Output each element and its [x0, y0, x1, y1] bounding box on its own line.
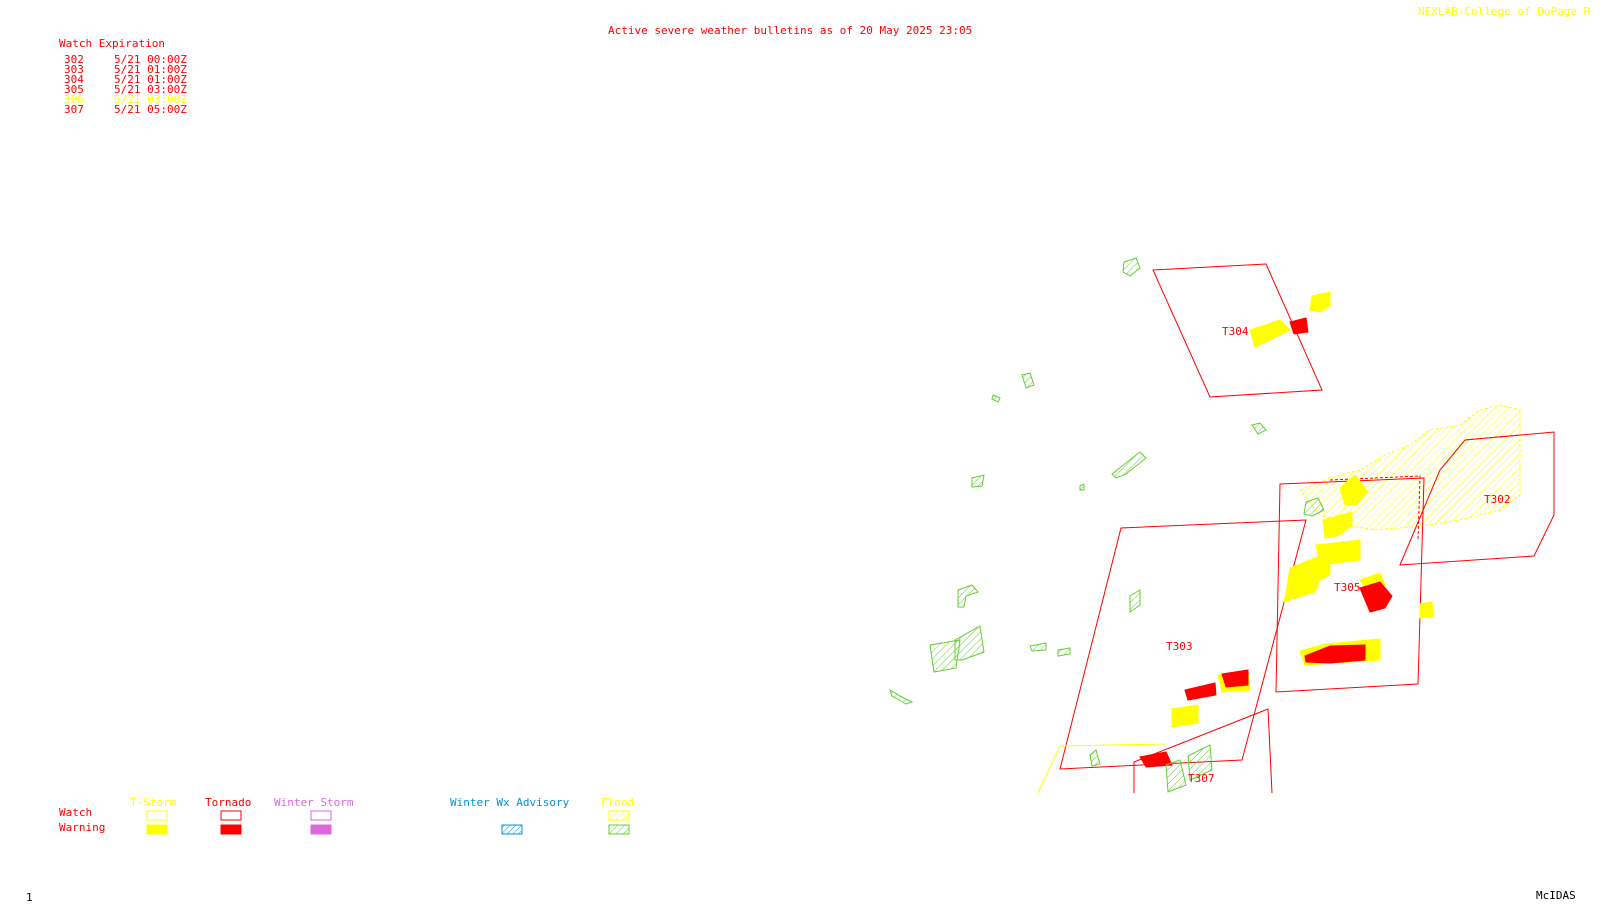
legend-tornado: Tornado: [205, 796, 252, 809]
watch-box-307: [1133, 708, 1273, 794]
legend-tstorm: T-Storm: [130, 796, 177, 809]
watch-label-t307: T307: [1188, 772, 1215, 785]
legend-flood: Flood: [601, 796, 635, 809]
watch-box-305: [1275, 477, 1425, 693]
legend-watch-label: Watch: [59, 806, 93, 819]
frame-number: 1: [26, 891, 33, 904]
page-title: Active severe weather bulletins as of 20…: [608, 24, 973, 37]
watch-box-302: [1399, 431, 1555, 566]
legend-warning-label: Warning: [59, 821, 106, 834]
watch-label-t303: T303: [1166, 640, 1193, 653]
legend-winter-storm: Winter Storm: [274, 796, 354, 809]
watch-label-t302: T302: [1484, 493, 1511, 506]
watch-label-t304: T304: [1222, 325, 1249, 338]
software-label: McIDAS: [1536, 889, 1576, 902]
watch-box-304: [1152, 263, 1323, 398]
credit-label: NEXLAB-College of DuPage R: [1418, 5, 1591, 18]
watch-label-t305: T305: [1334, 581, 1361, 594]
flood-watch-area: [1299, 404, 1521, 531]
legend-winter-wx-advisory: Winter Wx Advisory: [450, 796, 570, 809]
watch-box-306: [1037, 743, 1167, 794]
watch-box-303: [1059, 519, 1307, 770]
watch-table-heading: Watch Expiration: [59, 37, 165, 50]
